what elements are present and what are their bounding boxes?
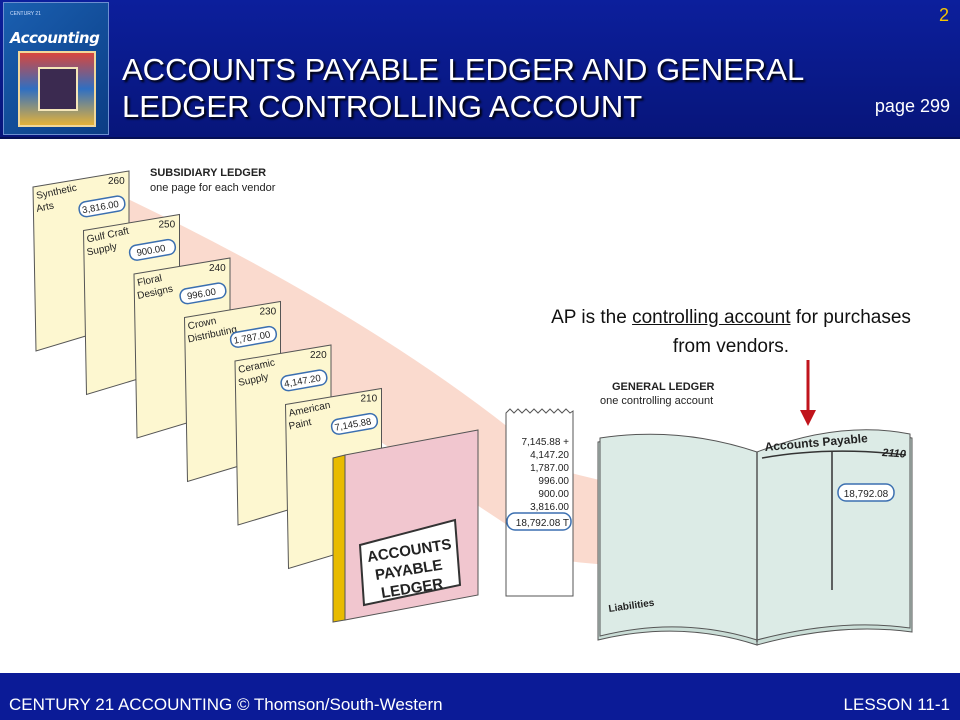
gl-balance-highlight (837, 483, 895, 502)
slide-number: 2 (938, 5, 949, 25)
red-arrow-icon (800, 360, 816, 426)
gl-account-number: 2110 (881, 447, 907, 461)
vendor-balance: 900.00 (136, 243, 167, 259)
vendor-balance-highlight (280, 369, 328, 392)
cover-artwork (18, 51, 96, 127)
tape-line: 4,147.20 (530, 450, 569, 461)
footer-lesson: LESSON 11-1 (843, 695, 950, 714)
general-ledger-book: Accounts Payable 2110 18,792.08 Liabilit… (597, 429, 913, 646)
vendor-balance-highlight (330, 412, 379, 435)
subsidiary-subheading: one page for each vendor (150, 182, 276, 194)
vendor-balance: 996.00 (186, 287, 217, 303)
footer-copyright: CENTURY 21 ACCOUNTING © Thomson/South-We… (9, 695, 443, 714)
tape-line: 7,145.88 + (521, 437, 569, 448)
vendor-account-number: 250 (159, 220, 176, 231)
vendor-balance-highlight (128, 238, 177, 261)
tape-line: 900.00 (538, 489, 569, 500)
adding-machine-tape: 7,145.88 + 4,147.20 1,787.00 996.00 900.00 3,… (505, 408, 574, 597)
accounts-payable-ledger-binder: ACCOUNTS PAYABLE LEDGER (332, 429, 479, 623)
note-after: for purchases from vendors. (672, 307, 911, 357)
slide-title: ACCOUNTS PAYABLE LEDGER AND GENERAL LEDG… (122, 52, 804, 124)
general-ledger-subheading: one controlling account (600, 395, 713, 407)
textbook-cover-image: CENTURY 21 Accounting (3, 2, 109, 135)
cover-edition: CENTURY 21 (10, 11, 41, 17)
tape-line: 1,787.00 (530, 463, 569, 474)
vendor-balance-highlight (229, 325, 278, 348)
vendor-name-line-2: Paint (288, 417, 313, 433)
slide-header: CENTURY 21 Accounting ACCOUNTS PAYABLE L… (0, 0, 960, 139)
vendor-account-number: 240 (209, 263, 226, 274)
general-ledger-heading: GENERAL LEDGER (612, 381, 715, 393)
vendor-account-number: 260 (108, 176, 125, 187)
tape-total: 18,792.08 T (516, 518, 569, 529)
vendor-name-line-2: Arts (35, 200, 55, 214)
vendor-account-number: 230 (260, 307, 277, 318)
controlling-account-note: AP is the controlling account for purcha… (548, 303, 914, 361)
tape-line: 3,816.00 (530, 502, 569, 513)
slide-footer: CENTURY 21 ACCOUNTING © Thomson/South-We… (0, 673, 960, 720)
vendor-balance-highlight (78, 195, 126, 218)
vendor-account-number: 210 (361, 394, 378, 405)
cover-title: Accounting (10, 29, 100, 47)
flow-band (60, 200, 895, 566)
tape-total-highlight (506, 512, 572, 531)
vendor-name-line-1: Floral (136, 273, 163, 289)
gl-balance: 18,792.08 (844, 489, 889, 500)
subsidiary-heading: SUBSIDIARY LEDGER (150, 167, 266, 179)
note-underlined: controlling account (632, 307, 791, 328)
page-reference: page 299 (874, 96, 950, 116)
tape-line: 996.00 (538, 476, 569, 487)
note-before: AP is the (551, 307, 633, 328)
vendor-account-number: 220 (310, 350, 327, 361)
vendor-balance-highlight (179, 282, 227, 305)
